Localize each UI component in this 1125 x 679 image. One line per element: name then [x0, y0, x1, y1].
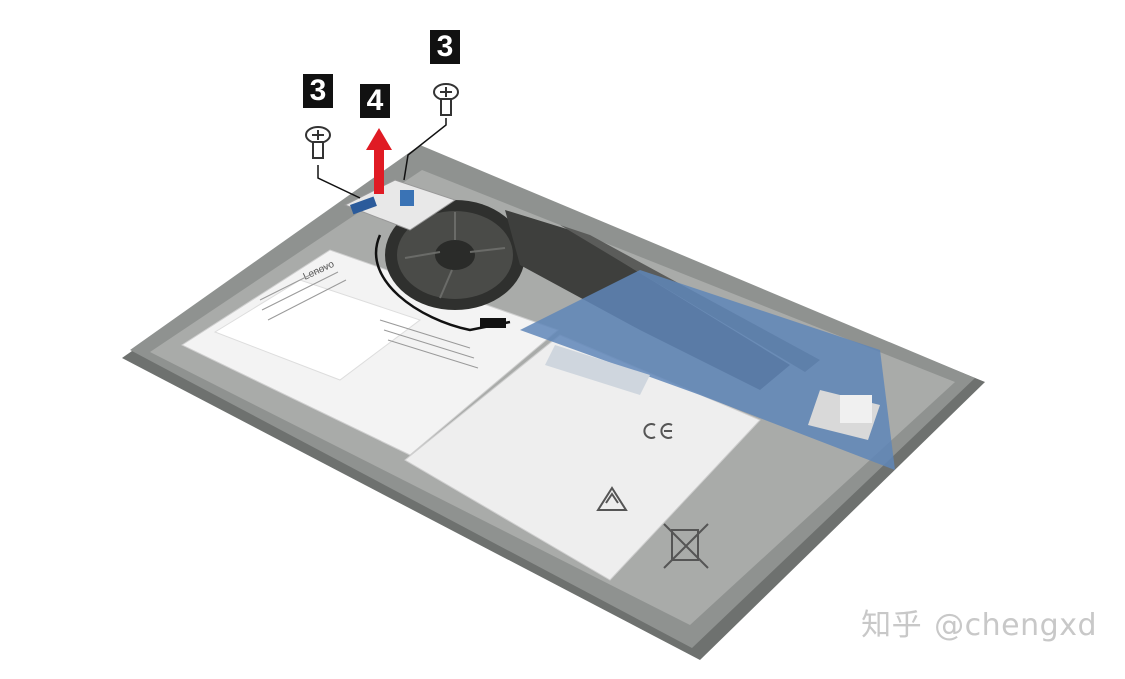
recycle-icon — [596, 486, 628, 511]
antenna-cable — [374, 234, 511, 332]
watermark: 知乎 @chengxd — [861, 600, 1097, 644]
leader-line-right-screw — [403, 118, 447, 181]
screw-icon — [433, 83, 459, 116]
battery-print-lines — [259, 264, 479, 369]
leader-line-left-screw — [317, 165, 361, 199]
cooling-fan — [385, 200, 525, 310]
cable-connector — [480, 318, 506, 328]
ce-mark-icon — [643, 423, 673, 439]
system-board — [520, 270, 895, 470]
io-bracket — [343, 179, 457, 231]
watermark-handle: @chengxd — [934, 608, 1097, 643]
step-3-badge-left: 3 — [303, 74, 333, 108]
step-4-badge: 4 — [360, 84, 390, 118]
crossed-bin-icon — [663, 523, 709, 569]
step-3-badge-right: 3 — [430, 30, 460, 64]
lift-arrow-icon — [366, 128, 392, 194]
screw-icon — [305, 126, 331, 159]
fan-icon — [404, 212, 506, 299]
watermark-site: 知乎 — [861, 608, 923, 643]
wireless-card — [840, 395, 872, 423]
